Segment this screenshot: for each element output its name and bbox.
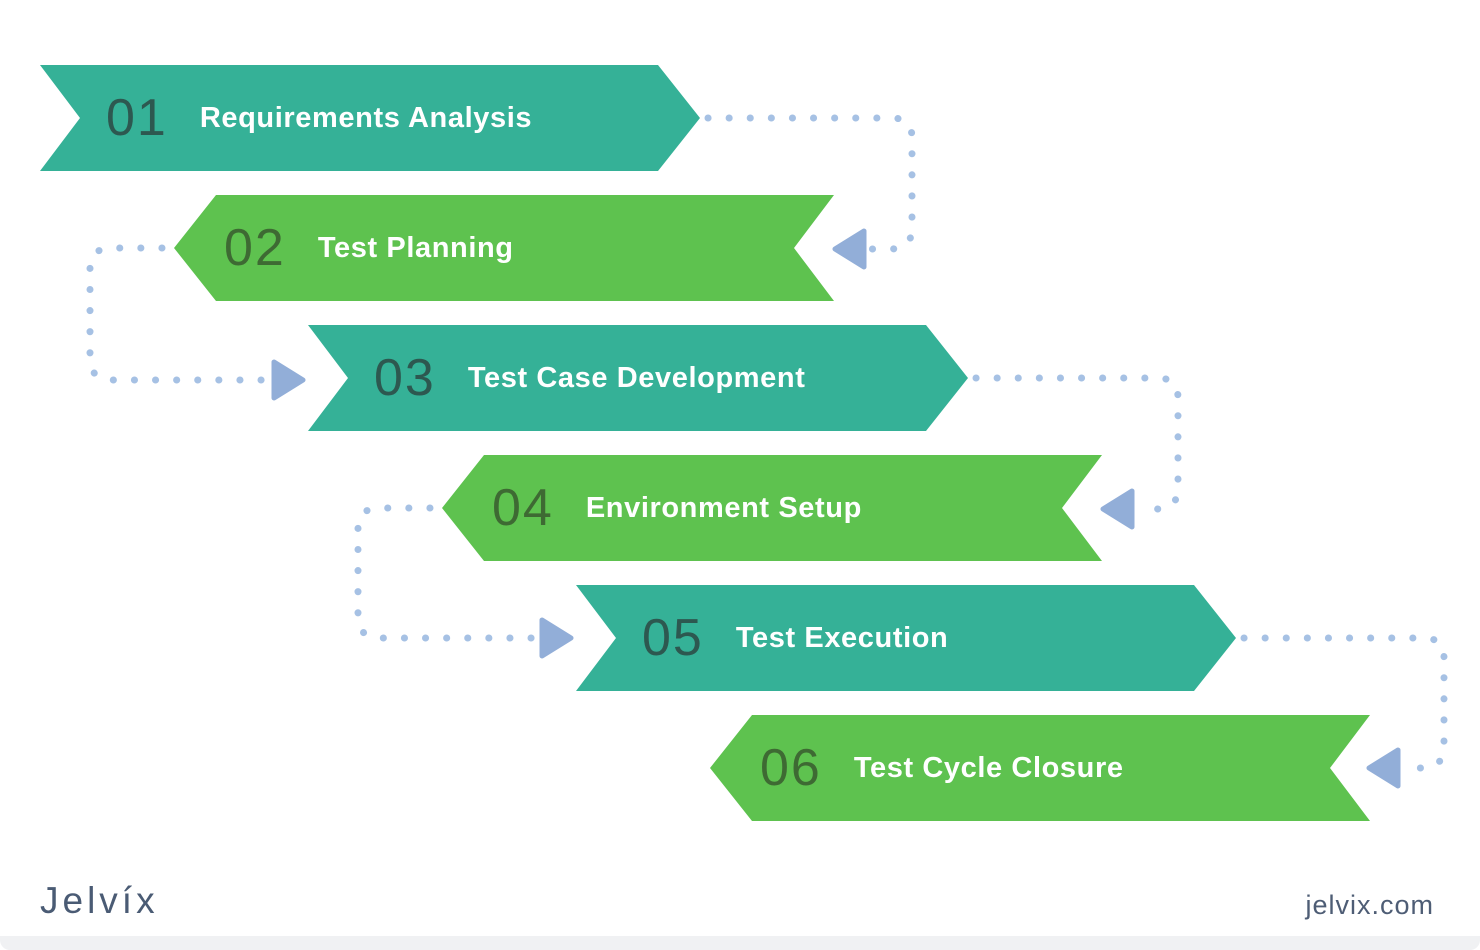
banner-arrow-shape — [40, 65, 700, 171]
banner-arrow-shape — [576, 585, 1236, 691]
arrow-left-icon — [1366, 747, 1401, 789]
step-number: 03 — [374, 349, 436, 407]
step-number: 02 — [224, 219, 286, 277]
step-label: Environment Setup — [585, 491, 862, 524]
step-banner-environment-setup: 04 Environment Setup — [442, 455, 1102, 561]
step-label: Test Execution — [735, 621, 949, 654]
step-label: Test Case Development — [467, 361, 806, 394]
banner-arrow-shape — [174, 195, 834, 301]
step-number: 01 — [106, 89, 168, 147]
step-label: Requirements Analysis — [199, 101, 533, 134]
step-number: 04 — [492, 479, 554, 537]
arrow-right-icon — [539, 617, 574, 659]
bottom-edge-strip — [0, 936, 1480, 950]
step-banner-requirements-analysis: 01 Requirements Analysis — [40, 65, 700, 171]
step-label: Test Planning — [317, 231, 514, 264]
step-number: 05 — [642, 609, 704, 667]
step-banner-test-planning: 02 Test Planning — [174, 195, 834, 301]
step-banner-test-execution: 05 Test Execution — [576, 585, 1236, 691]
step-banner-test-cycle-closure: 06 Test Cycle Closure — [710, 715, 1370, 821]
banner-arrow-shape — [710, 715, 1370, 821]
arrow-right-icon — [271, 359, 306, 401]
banner-arrow-shape — [308, 325, 968, 431]
jelvix-logo: Jelvíx — [40, 880, 159, 921]
step-label: Test Cycle Closure — [853, 751, 1124, 784]
step-number: 06 — [760, 739, 822, 797]
footer-website-link: jelvix.com — [1305, 890, 1434, 920]
arrow-left-icon — [832, 228, 867, 270]
banner-arrow-shape — [442, 455, 1102, 561]
arrow-left-icon — [1100, 488, 1135, 530]
step-banner-test-case-development: 03 Test Case Development — [308, 325, 968, 431]
